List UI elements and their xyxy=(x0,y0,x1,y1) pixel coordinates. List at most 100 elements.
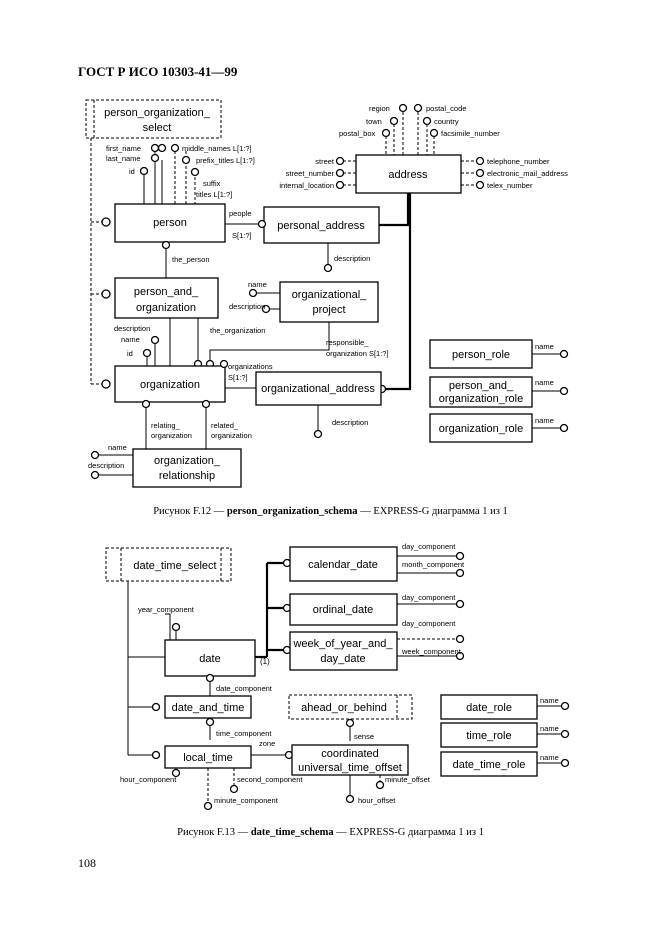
paor-label-l2: organization_role xyxy=(439,393,523,405)
second-component-attr-icon xyxy=(229,784,239,794)
organization-role-label: organization_role xyxy=(439,423,523,435)
relating-label-l1: relating_ xyxy=(151,421,181,430)
f12-caption-prefix: Рисунок F.12 — xyxy=(153,506,225,517)
date-time-select-box: date_time_select xyxy=(105,547,232,582)
person-role-name-label: name xyxy=(535,342,554,351)
date-label: date xyxy=(199,653,220,665)
or-name-label: name xyxy=(535,416,554,425)
op-name-attr-icon xyxy=(248,288,258,298)
postal-code-attr-icon xyxy=(413,103,423,113)
id-label: id xyxy=(129,167,135,176)
people-card-label: S[1:?] xyxy=(232,231,252,240)
or-name-attr-icon xyxy=(559,423,569,433)
id-attr-icon xyxy=(139,166,149,176)
pa-description-label: description xyxy=(334,254,370,263)
sense-label: sense xyxy=(354,732,374,741)
time-component-attr-icon xyxy=(205,717,215,727)
person-role-name-attr-icon xyxy=(559,349,569,359)
person-label: person xyxy=(153,217,187,229)
first-name-label: first_name xyxy=(106,144,141,153)
standard-header: ГОСТ Р ИСО 10303-41—99 xyxy=(78,64,238,79)
telephone-attr-icon xyxy=(475,156,485,166)
address-label: address xyxy=(388,169,428,181)
org-name-label: name xyxy=(121,335,140,344)
prefix-titles-label: prefix_titles L[1:?] xyxy=(196,156,255,165)
orgrel-label-l2: relationship xyxy=(159,470,215,482)
paor-label-l1: person_and_ xyxy=(449,380,514,392)
dtr-name-label: name xyxy=(540,753,559,762)
cuto-label-l1: coordinated xyxy=(321,748,379,760)
date-component-label: date_component xyxy=(216,684,273,693)
internal-location-attr-icon xyxy=(335,180,345,190)
person-role-box: person_role xyxy=(429,339,533,369)
cuto-label-l2: universal_time_offset xyxy=(298,762,402,774)
hour-component-attr-icon xyxy=(171,768,181,778)
select-person-link-icon xyxy=(101,217,111,227)
figure-f12-caption: Рисунок F.12 — person_organization_schem… xyxy=(0,506,661,517)
select-pao-link-icon xyxy=(101,289,111,299)
postal-code-label: postal_code xyxy=(426,104,466,113)
date-time-select-label: date_time_select xyxy=(133,560,216,572)
cd-day-attr-icon xyxy=(455,551,465,561)
pao-label-l1: person_and_ xyxy=(134,286,199,298)
zone-label: zone xyxy=(259,739,275,748)
date-component-attr-icon xyxy=(205,673,215,683)
figure-f13-diagram: date_time_select date year_component xyxy=(105,542,570,811)
f12-caption-suffix: — EXPRESS-G диаграмма 1 из 1 xyxy=(360,506,508,517)
ordinal-date-box: ordinal_date xyxy=(289,593,398,626)
the-person-label: the_person xyxy=(172,255,210,264)
organizations-label: organizations xyxy=(228,362,273,371)
minute-offset-label: minute_offset xyxy=(385,775,431,784)
local-time-label: local_time xyxy=(183,752,233,764)
f13-caption-schema: date_time_schema xyxy=(250,827,334,838)
rel-description-attr-icon xyxy=(90,470,100,480)
date-and-time-box: date_and_time xyxy=(164,695,252,719)
person-role-label: person_role xyxy=(452,349,510,361)
second-component-label: second_component xyxy=(237,775,303,784)
prefix-titles-attr-icon xyxy=(181,155,191,165)
person-box: person xyxy=(114,203,226,243)
org-address-label: organizational_address xyxy=(261,383,375,395)
select-date-and-time-icon xyxy=(151,702,161,712)
relating-org-attr-icon xyxy=(141,399,151,409)
responsible-label-l2: organization S[1:?] xyxy=(326,349,389,358)
the-organization-label: the_organization xyxy=(210,326,265,335)
oa-description-attr-icon xyxy=(313,429,323,439)
internal-location-label: internal_location xyxy=(279,181,334,190)
hour-offset-attr-icon xyxy=(345,794,355,804)
year-component-label: year_component xyxy=(138,605,195,614)
middle-names-label: middle_names L[1:?] xyxy=(182,144,252,153)
figure-f13-caption: Рисунок F.13 — date_time_schema — EXPRES… xyxy=(0,827,661,838)
od-day-label: day_component xyxy=(402,593,456,602)
wd-week-label: week_component xyxy=(401,647,462,656)
cuto-box: coordinated universal_time_offset xyxy=(291,744,409,776)
time-role-label: time_role xyxy=(466,730,511,742)
town-label: town xyxy=(366,117,382,126)
organizational-address-box: organizational_address xyxy=(255,371,382,406)
facsimile-attr-icon xyxy=(429,128,439,138)
select-label-l1: person_organization_ xyxy=(104,107,211,119)
org-id-attr-icon xyxy=(142,348,152,358)
figure-f12-diagram: person_organization_ select person xyxy=(85,99,569,488)
week-of-year-and-day-date-box: week_of_year_and_ day_date xyxy=(289,631,398,671)
select-local-time-icon xyxy=(151,750,161,760)
wd-day-attr-icon xyxy=(455,634,465,644)
op-description-label: description xyxy=(229,302,265,311)
first-name-attr-icon-b xyxy=(157,143,167,153)
related-label-l2: organization xyxy=(211,431,252,440)
street-label: street xyxy=(315,157,335,166)
date-time-role-label: date_time_role xyxy=(453,759,526,771)
country-attr-icon xyxy=(422,116,432,126)
postal-box-attr-icon xyxy=(381,128,391,138)
postal-box-label: postal_box xyxy=(339,129,376,138)
date-box: date xyxy=(164,639,256,677)
ahead-or-behind-box: ahead_or_behind xyxy=(288,694,413,720)
date-and-time-label: date_and_time xyxy=(172,702,245,714)
ordinal-date-label: ordinal_date xyxy=(313,604,374,616)
hour-offset-label: hour_offset xyxy=(358,796,396,805)
time-role-box: time_role xyxy=(440,722,538,748)
middle-names-attr-icon xyxy=(170,143,180,153)
dtr-name-attr-icon xyxy=(560,758,570,768)
